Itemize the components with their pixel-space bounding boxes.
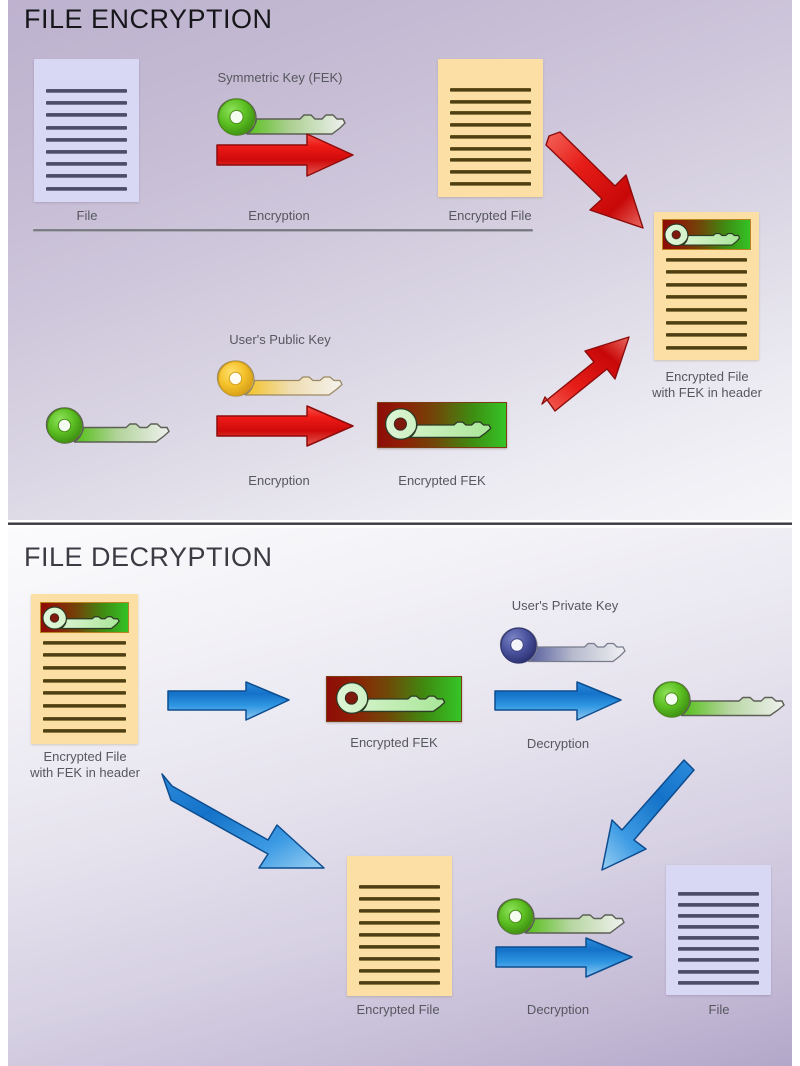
- encryption-encrypted-file-document: [438, 59, 543, 197]
- encryption-step1-label: Encryption: [248, 208, 310, 223]
- red-right-arrow-icon-1: [215, 132, 355, 178]
- fek-header-band: [662, 219, 751, 251]
- decryption-step2-label: Decryption: [526, 1002, 590, 1017]
- users-private-key-label: User's Private Key: [511, 598, 619, 613]
- document-text-lines: [358, 885, 441, 985]
- encryption-step2-label: Encryption: [248, 473, 310, 488]
- red-diagonal-down-arrow-icon: [543, 130, 653, 235]
- decryption-encrypted-file-with-fek-label-line2: with FEK in header: [30, 765, 140, 780]
- file-encryption-section: FILE ENCRYPTION File Symmetric Key (FEK): [8, 0, 792, 520]
- decryption-encrypted-file-with-fek-label-line1: Encrypted File: [43, 749, 127, 764]
- blue-right-arrow-icon-1: [166, 680, 291, 722]
- blue-diagonal-down-arrow-icon: [158, 770, 333, 880]
- yellow-key-icon: [214, 358, 346, 397]
- decryption-file-document: [666, 865, 771, 995]
- encrypted-file-with-fek-label-line1: Encrypted File: [665, 369, 749, 384]
- blue-diagonal-down-left-arrow-icon: [598, 756, 698, 876]
- green-key-icon-fek: [43, 405, 173, 444]
- blue-right-arrow-icon-2: [493, 680, 623, 722]
- green-key-icon-decryption: [494, 896, 629, 935]
- file-decryption-title: FILE DECRYPTION: [24, 542, 273, 572]
- decryption-step1-label: Decryption: [526, 736, 590, 751]
- section-divider: [0, 521, 800, 526]
- encryption-file-label: File: [76, 208, 98, 223]
- encrypted-file-with-fek-document: [654, 212, 759, 360]
- decryption-encrypted-fek-box: [326, 676, 462, 722]
- decryption-encrypted-file-document: [347, 856, 452, 996]
- decryption-encrypted-file-with-fek-label: Encrypted File with FEK in header: [30, 749, 140, 781]
- encryption-plain-file-document: [34, 59, 139, 202]
- encrypted-file-with-fek-label-line2: with FEK in header: [652, 385, 762, 400]
- decryption-encrypted-file-with-fek-document: [31, 594, 138, 744]
- document-text-lines: [42, 640, 127, 734]
- file-encryption-title: FILE ENCRYPTION: [24, 4, 273, 34]
- symmetric-key-label: Symmetric Key (FEK): [217, 70, 343, 85]
- document-text-lines: [665, 257, 748, 350]
- blue-key-icon: [497, 624, 632, 664]
- document-text-lines: [677, 892, 760, 985]
- encrypted-fek-label: Encrypted FEK: [398, 473, 486, 488]
- blue-right-arrow-icon-3: [494, 936, 634, 980]
- decryption-file-label: File: [708, 1002, 730, 1017]
- horizontal-rule: [33, 229, 533, 232]
- file-decryption-section: FILE DECRYPTION: [8, 528, 792, 1066]
- fek-header-band: [39, 601, 130, 633]
- encrypted-fek-box: [377, 402, 507, 448]
- users-public-key-label: User's Public Key: [229, 332, 331, 347]
- green-key-icon: [214, 95, 349, 136]
- decryption-encrypted-fek-label: Encrypted FEK: [350, 735, 438, 750]
- decryption-encrypted-file-label: Encrypted File: [356, 1002, 440, 1017]
- encryption-encrypted-file-label: Encrypted File: [448, 208, 532, 223]
- red-diagonal-up-arrow-icon: [541, 335, 651, 420]
- encrypted-file-with-fek-label: Encrypted File with FEK in header: [652, 369, 762, 401]
- document-text-lines: [45, 89, 128, 191]
- red-right-arrow-icon-2: [215, 404, 355, 448]
- green-key-icon-recovered: [650, 678, 790, 718]
- document-text-lines: [449, 87, 532, 186]
- right-margin: [792, 0, 800, 1066]
- left-margin: [0, 0, 8, 1066]
